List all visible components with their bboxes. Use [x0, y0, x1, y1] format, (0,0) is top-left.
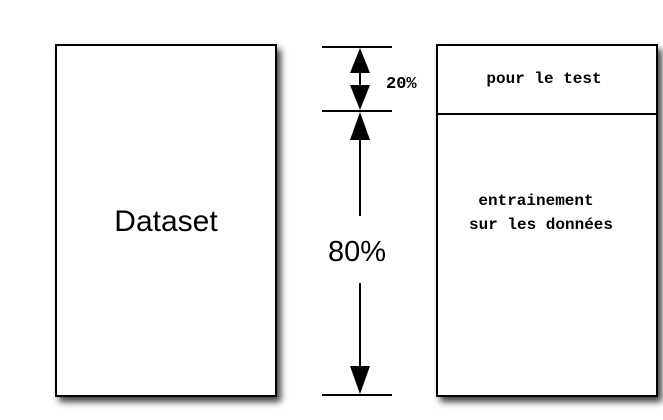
dataset-box: Dataset [55, 44, 277, 397]
test-percent-label: 20% [386, 75, 417, 94]
test-arrow-head-up [350, 48, 370, 73]
train-portion-label-line2: sur les données [469, 216, 613, 234]
split-box: pour le test entrainement sur les donnée… [436, 44, 658, 397]
train-arrow-head-up [350, 112, 370, 140]
test-size-arrow [350, 48, 370, 110]
test-portion-label: pour le test [486, 70, 601, 88]
dimension-markers [322, 46, 392, 396]
test-arrow-head-down [350, 85, 370, 110]
train-arrow-head-down [350, 366, 370, 394]
dataset-label: Dataset [114, 205, 218, 238]
train-size-arrow [350, 112, 370, 394]
train-portion-label-line1: entrainement [478, 192, 593, 210]
train-percent-label: 80% [328, 236, 386, 268]
